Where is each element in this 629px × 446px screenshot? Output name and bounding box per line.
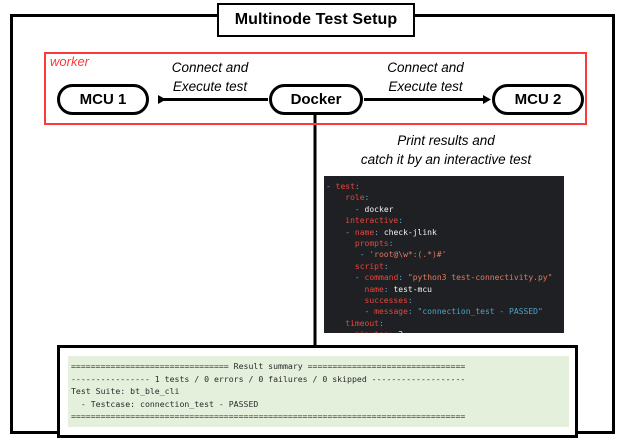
node-mcu-1-label: MCU 1 bbox=[79, 91, 127, 108]
diagram-title-box: Multinode Test Setup bbox=[217, 3, 415, 37]
node-mcu-1: MCU 1 bbox=[57, 84, 149, 115]
result-summary-panel: ================================ Result … bbox=[68, 356, 569, 427]
edge-label-right-line1: Connect and bbox=[387, 60, 464, 75]
edge-label-left-line1: Connect and bbox=[171, 60, 249, 75]
edge-label-docker-to-mcu2: Connect and Execute test bbox=[368, 58, 483, 96]
worker-label: worker bbox=[50, 54, 90, 69]
page-title: Multinode Test Setup bbox=[234, 11, 398, 28]
node-docker: Docker bbox=[269, 84, 363, 115]
edge-label-docker-to-results: Print results and catch it by an interac… bbox=[330, 131, 562, 169]
edge-label-down-line1: Print results and bbox=[397, 133, 495, 148]
node-docker-label: Docker bbox=[290, 91, 342, 108]
yaml-code-text: - test: role: - docker interactive: - na… bbox=[326, 182, 553, 333]
edge-label-left-line2: Execute test bbox=[172, 79, 248, 95]
result-summary-text: ================================ Result … bbox=[71, 361, 466, 422]
yaml-code-block: - test: role: - docker interactive: - na… bbox=[324, 176, 564, 333]
result-summary-box: ================================ Result … bbox=[57, 345, 578, 438]
node-mcu-2-label: MCU 2 bbox=[514, 91, 562, 108]
node-mcu-2: MCU 2 bbox=[492, 84, 584, 115]
worker-boundary-box bbox=[44, 52, 587, 125]
edge-label-right-line2: Execute test bbox=[388, 79, 463, 95]
edge-label-docker-to-mcu1: Connect and Execute test bbox=[155, 58, 265, 96]
edge-label-down-line2: catch it by an interactive test bbox=[360, 152, 532, 168]
